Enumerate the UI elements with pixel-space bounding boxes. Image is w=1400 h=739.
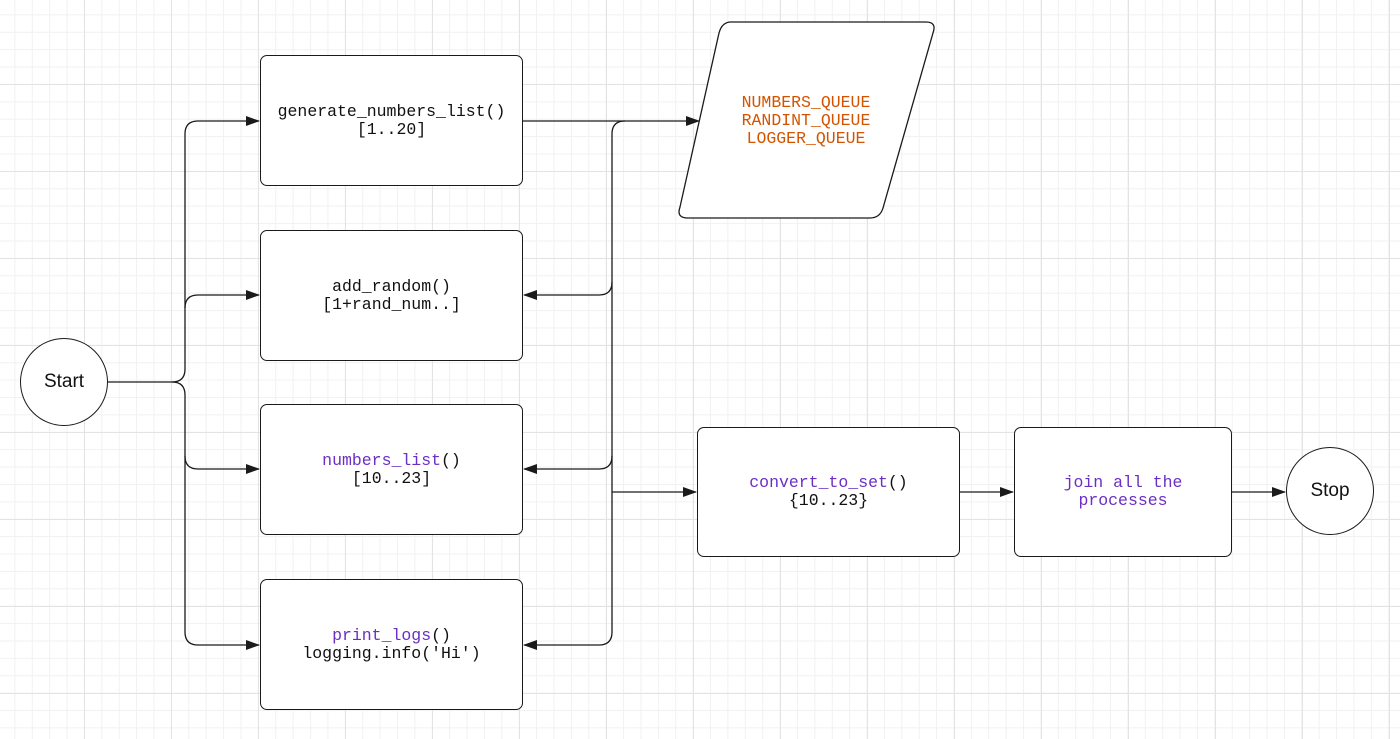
convert-function-name: convert_to_set (749, 473, 888, 492)
queue-randint-label: RANDINT_QUEUE (741, 111, 871, 130)
queue-numbers-label: NUMBERS_QUEUE (741, 93, 871, 112)
add-random-box: add_random() [1+rand_num..] (260, 230, 523, 361)
generate-function-label: generate_numbers_list() (277, 101, 506, 121)
add-random-range-label: [1+rand_num..] (322, 294, 461, 314)
generate-numbers-list-box: generate_numbers_list() [1..20] (260, 55, 523, 186)
join-label-line1: join all the (1063, 473, 1183, 492)
convert-to-set-box: convert_to_set() {10..23} (697, 427, 960, 557)
print-logs-box: print_logs() logging.info('Hi') (260, 579, 523, 710)
join-processes-box: join all the processes (1014, 427, 1232, 557)
join-label-line2: processes (1078, 491, 1168, 510)
stop-label: Stop (1310, 480, 1350, 501)
queue-logger-label: LOGGER_QUEUE (746, 129, 866, 148)
queue-labels: NUMBERS_QUEUE RANDINT_QUEUE LOGGER_QUEUE (700, 94, 912, 148)
edge-queue-bus (523, 120, 626, 650)
stop-node: Stop (1286, 447, 1374, 535)
add-random-function-label: add_random() (332, 276, 451, 296)
edge-start-down (171, 381, 260, 650)
convert-range-label: {10..23} (788, 491, 869, 510)
edge-bus-add-random (523, 281, 613, 300)
print-logs-parens: () (431, 625, 451, 645)
convert-parens: () (887, 473, 908, 492)
numbers-list-range-label: [10..23] (351, 468, 432, 488)
numbers-list-parens: () (441, 450, 461, 470)
edge-start-add-random (184, 290, 260, 309)
numbers-list-function-label: numbers_list() (322, 450, 461, 470)
print-logs-call-label: logging.info('Hi') (302, 643, 481, 663)
print-logs-function-label: print_logs() (332, 625, 451, 645)
numbers-list-function-name: numbers_list (322, 450, 441, 470)
start-label: Start (43, 371, 85, 392)
numbers-list-box: numbers_list() [10..23] (260, 404, 523, 535)
start-node: Start (20, 338, 108, 426)
generate-range-label: [1..20] (356, 119, 427, 139)
edge-start-numbers-list (184, 455, 260, 474)
edge-start-trunk (108, 116, 260, 383)
queue-parallelogram (678, 21, 935, 219)
convert-function-label: convert_to_set() (749, 474, 907, 492)
print-logs-function-name: print_logs (332, 625, 432, 645)
edge-bus-numbers-list (523, 455, 613, 474)
